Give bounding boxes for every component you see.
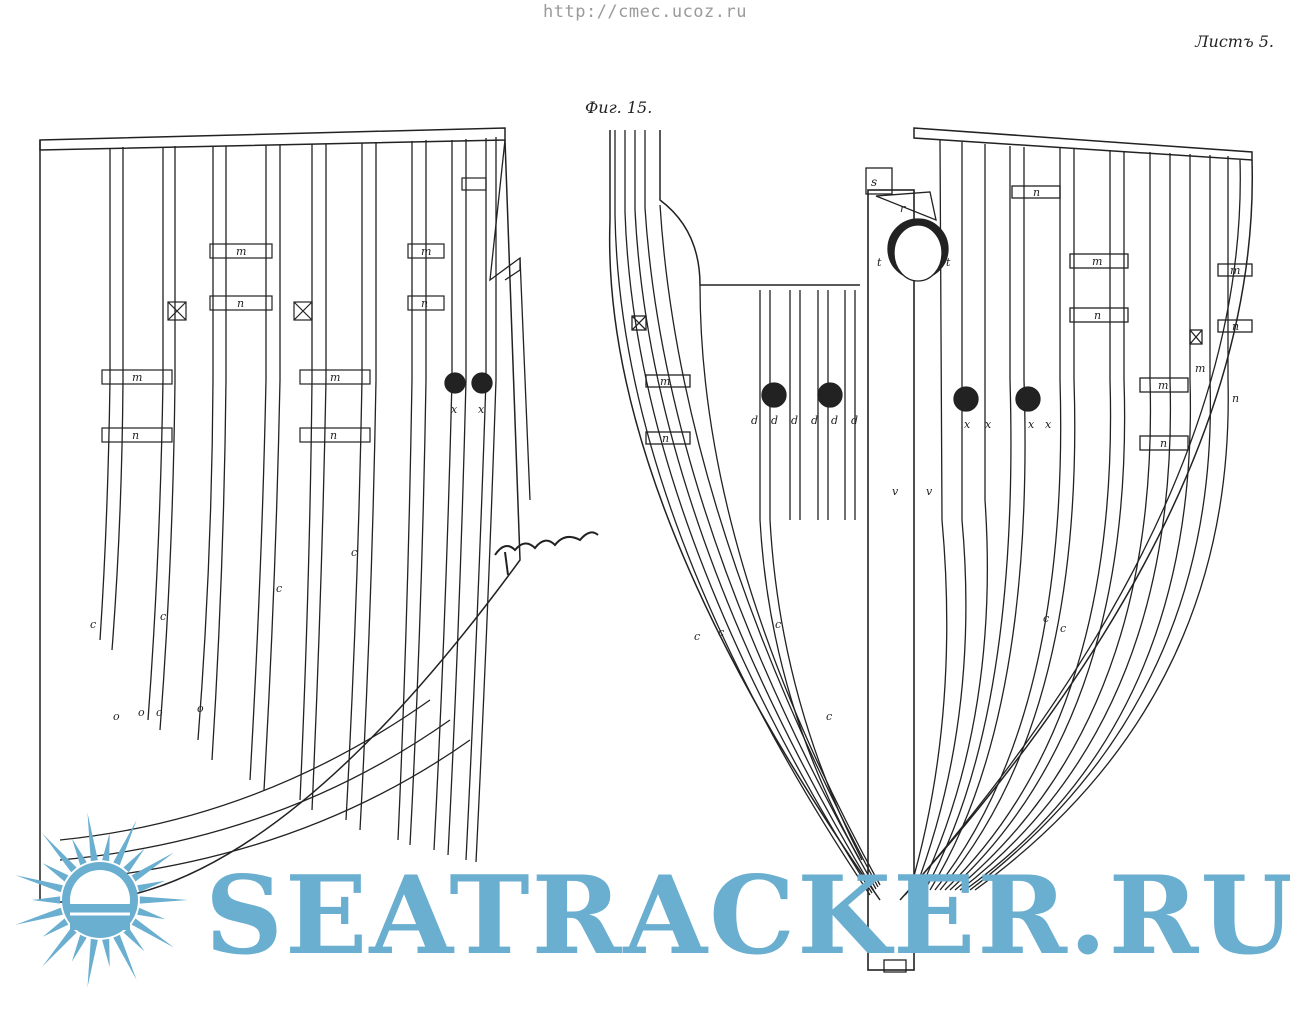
side-label: c <box>694 630 700 643</box>
watermark-text: SEATRACKER.RU <box>205 853 1290 979</box>
hole-label: x <box>1045 418 1052 431</box>
side-label: o <box>156 706 163 719</box>
hawse-hole <box>953 386 979 412</box>
frame-label: n <box>1232 392 1239 405</box>
sun-ray <box>87 938 98 988</box>
stem-label: r <box>900 202 906 215</box>
frame-label: n <box>421 297 428 310</box>
right-hull-view <box>608 127 1254 973</box>
hole-label: x <box>964 418 971 431</box>
side-label: o <box>197 702 204 715</box>
stem-label: v <box>926 485 933 498</box>
side-label: c <box>90 618 96 631</box>
frame-label: n <box>1033 186 1040 199</box>
sun-ray <box>42 927 77 967</box>
frame-label: m <box>1092 255 1102 268</box>
stem-label: t <box>877 256 882 269</box>
hole-label: d <box>771 414 778 427</box>
frame-label: n <box>132 429 139 442</box>
hawse-hole <box>471 372 493 394</box>
frame-label: m <box>660 375 670 388</box>
sun-ray <box>123 848 145 873</box>
hole-label: x <box>478 403 485 416</box>
stem-label: t <box>946 256 951 269</box>
hole-label: d <box>851 414 858 427</box>
sun-ray <box>131 852 174 882</box>
sun-ray <box>131 918 174 948</box>
sun-ray <box>137 880 166 893</box>
side-label: c <box>351 546 357 559</box>
hole-label: d <box>751 414 758 427</box>
sun-ray <box>71 838 87 866</box>
handwritten-signature <box>494 531 599 556</box>
hole-label: x <box>985 418 992 431</box>
hawse-hole <box>817 382 843 408</box>
source-url: http://cmec.ucoz.ru <box>543 2 747 22</box>
frame-label: m <box>1230 264 1240 277</box>
sun-ray <box>123 927 145 952</box>
side-label: c <box>718 626 724 639</box>
sun-ray <box>102 832 110 862</box>
hole-label: d <box>811 414 818 427</box>
side-label: c <box>1060 622 1066 635</box>
side-label: o <box>138 706 145 719</box>
hole-label: d <box>831 414 838 427</box>
sun-ray <box>139 896 188 904</box>
side-label: c <box>826 710 832 723</box>
sun-ray <box>87 812 98 862</box>
frame-label: n <box>1160 437 1167 450</box>
frame-label: m <box>421 245 431 258</box>
hole-label: d <box>791 414 798 427</box>
frame-label: n <box>1094 309 1101 322</box>
sun-ray <box>102 938 110 968</box>
hawse-hole <box>1015 386 1041 412</box>
side-label: c <box>276 582 282 595</box>
hawse-hole <box>761 382 787 408</box>
sun-ray <box>71 934 87 962</box>
right-timbers <box>909 139 1229 891</box>
left-hull-view <box>39 127 531 903</box>
stem-label: v <box>892 485 899 498</box>
figure-label: Фиг. 15. <box>585 98 653 117</box>
sun-ray <box>15 907 63 925</box>
frame-label: m <box>1195 362 1205 375</box>
frame-label: m <box>1158 379 1168 392</box>
frame-label: m <box>132 371 142 384</box>
frame-label: m <box>236 245 246 258</box>
sun-logo <box>15 812 188 988</box>
frame-label: n <box>1232 320 1239 333</box>
sun-ray <box>113 820 137 866</box>
frame-label: n <box>330 429 337 442</box>
sun-ray <box>42 918 69 937</box>
sheet-number-label: Листъ 5. <box>1195 32 1274 51</box>
frame-label: n <box>662 432 669 445</box>
sun-ray <box>113 934 137 980</box>
side-label: c <box>775 618 781 631</box>
sun-ray <box>137 907 166 920</box>
frame-label: m <box>330 371 340 384</box>
side-label: c <box>160 610 166 623</box>
side-label: c <box>1043 612 1049 625</box>
sun-ray <box>15 875 63 893</box>
sun-ray <box>42 863 69 882</box>
hole-label: x <box>451 403 458 416</box>
sun-ray <box>42 833 77 873</box>
sun-ray <box>32 896 61 904</box>
stem-label: s <box>871 175 877 189</box>
left-timbers <box>59 137 497 881</box>
hole-label: x <box>1028 418 1035 431</box>
side-label: o <box>113 710 120 723</box>
hawse-hole <box>444 372 466 394</box>
frame-label: n <box>237 297 244 310</box>
